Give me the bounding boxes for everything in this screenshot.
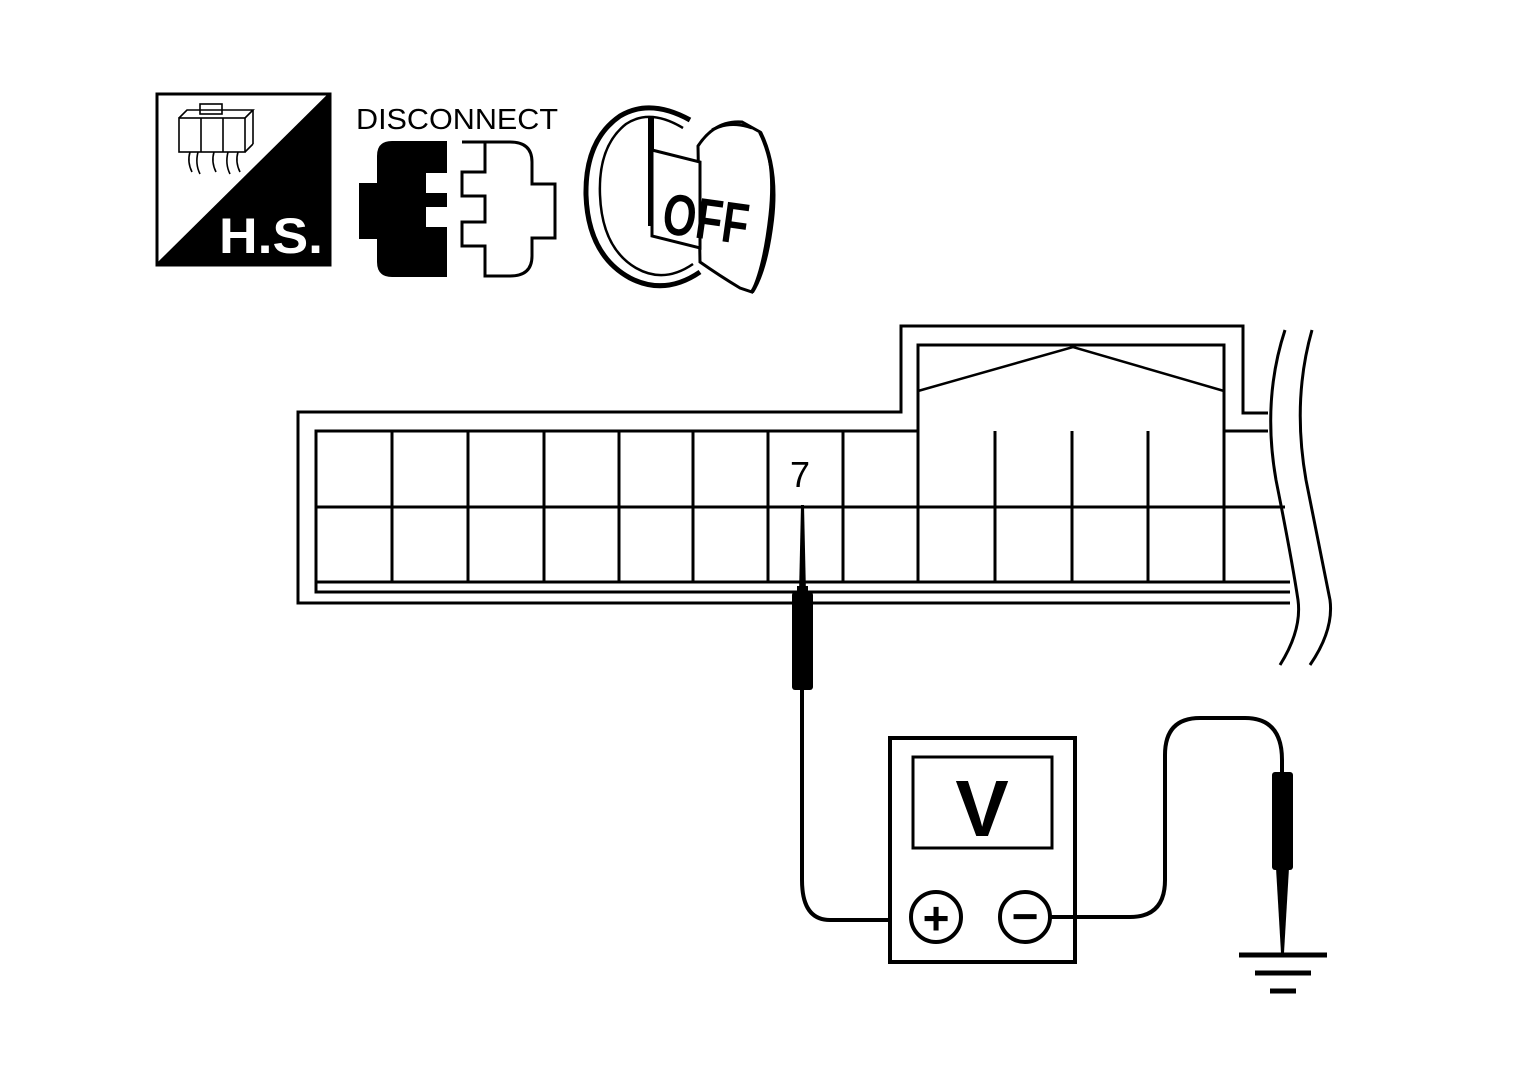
ignition-off-label: OFF: [659, 181, 753, 257]
connector-male-half: [359, 141, 447, 277]
harness-connector: [296, 324, 1333, 666]
disconnect-label: DISCONNECT: [356, 104, 558, 136]
connector-cell-dividers: [390, 431, 1226, 582]
key-body: [696, 120, 774, 294]
connector-lock-tab: [917, 345, 1225, 393]
harness-side-label: H.S.: [219, 208, 323, 264]
negative-terminal-symbol: −: [1012, 890, 1039, 942]
connector-female-half: [460, 140, 557, 278]
break-line-inner: [1269, 329, 1301, 666]
voltmeter-display-symbol: V: [955, 764, 1008, 853]
connector-housing: [296, 324, 1290, 605]
positive-probe: [792, 505, 910, 922]
ground-symbol-icon: [1239, 952, 1327, 994]
voltmeter-display: [911, 755, 1054, 850]
positive-terminal-symbol: +: [923, 892, 950, 944]
terminal-7-label: 7: [790, 454, 810, 495]
break-line-outer: [1298, 329, 1333, 666]
ignition-key-off-icon: OFF: [583, 105, 776, 294]
harness-side-icon: H.S.: [155, 92, 332, 267]
positive-terminal: [909, 890, 963, 944]
disconnect-connector-icon: DISCONNECT: [356, 104, 558, 278]
voltmeter-icon: V + −: [888, 736, 1077, 964]
negative-probe: [1050, 716, 1293, 953]
connector-sketch-icon: [178, 103, 255, 175]
